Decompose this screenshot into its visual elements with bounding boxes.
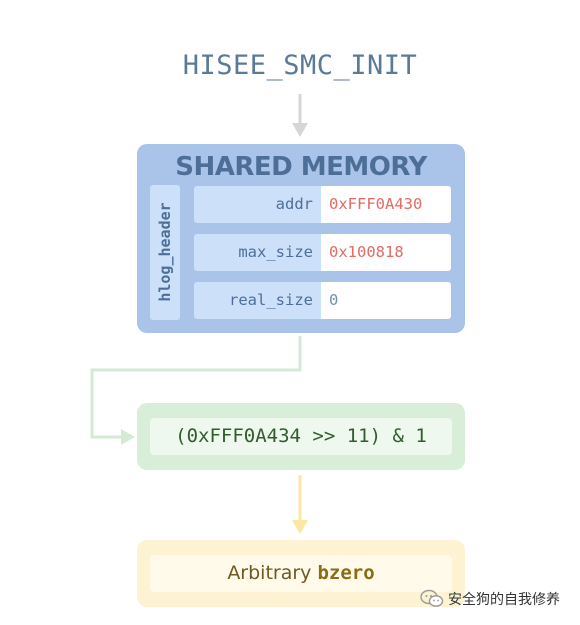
result-text-plain: Arbitrary xyxy=(227,562,318,584)
result-text: Arbitrary bzero xyxy=(150,555,452,592)
field-value: 0xFFF0A430 xyxy=(321,186,451,223)
field-row-real-size: real_size 0 xyxy=(194,282,451,319)
condition-expression: (0xFFF0A434 >> 11) & 1 xyxy=(150,418,452,455)
field-value: 0x100818 xyxy=(321,234,451,271)
result-block: Arbitrary bzero xyxy=(137,540,465,607)
arrowhead-memory xyxy=(292,123,308,137)
hlog-header-label-box: hlog_header xyxy=(150,185,180,320)
condition-block: (0xFFF0A434 >> 11) & 1 xyxy=(137,403,465,470)
field-value: 0 xyxy=(321,282,451,319)
watermark-text: 安全狗的自我修养 xyxy=(448,592,560,608)
watermark: 安全狗的自我修养 xyxy=(420,586,570,612)
wechat-icon xyxy=(420,589,444,607)
diagram-title: HISEE_SMC_INIT xyxy=(182,50,418,81)
result-text-code: bzero xyxy=(317,562,375,584)
field-key: max_size xyxy=(194,234,321,271)
field-row-max-size: max_size 0x100818 xyxy=(194,234,451,271)
arrow-memory-to-condition xyxy=(90,336,302,439)
field-key: addr xyxy=(194,186,321,223)
field-row-addr: addr 0xFFF0A430 xyxy=(194,186,451,223)
field-key: real_size xyxy=(194,282,321,319)
arrowhead-result xyxy=(292,520,308,534)
shared-memory-block: SHARED MEMORY hlog_header addr 0xFFF0A43… xyxy=(137,144,465,333)
hlog-header-label: hlog_header xyxy=(156,202,174,302)
arrowhead-condition xyxy=(121,429,135,445)
shared-memory-title: SHARED MEMORY xyxy=(175,152,427,182)
